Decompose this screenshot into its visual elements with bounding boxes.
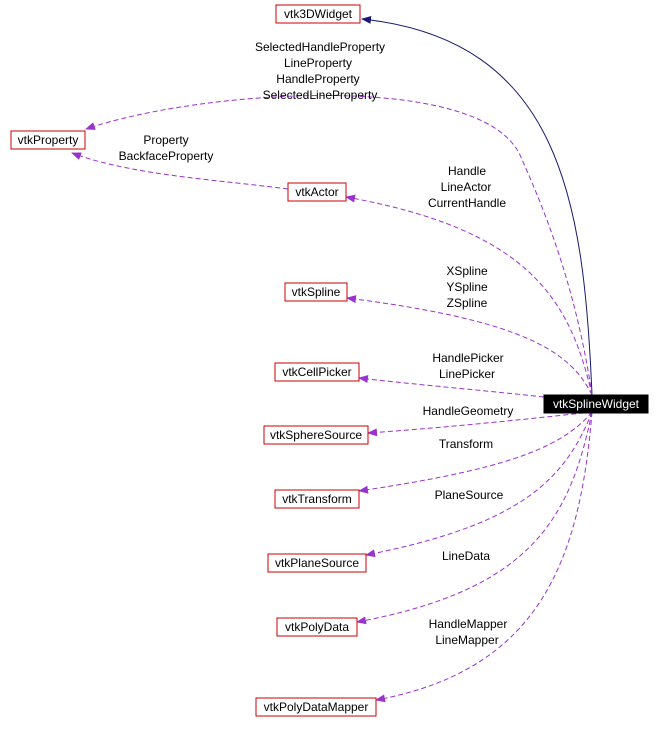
label-line-mapper: LineMapper <box>435 633 498 647</box>
node-label-vtkactor: vtkActor <box>295 185 338 199</box>
node-label-vtkspline: vtkSpline <box>292 285 341 299</box>
edge-actor-property <box>71 152 289 190</box>
node-label-vtktransform: vtkTransform <box>282 492 352 506</box>
edge-polydatamapper <box>375 411 593 703</box>
label-xspline: XSpline <box>446 264 488 278</box>
label-property: Property <box>143 133 188 147</box>
node-vtktransform[interactable]: vtkTransform <box>274 489 360 509</box>
edge-transform <box>358 411 593 494</box>
label-handle-property: HandleProperty <box>276 72 359 86</box>
label-zspline: ZSpline <box>447 296 488 310</box>
label-line-picker: LinePicker <box>439 367 495 381</box>
node-vtkspline[interactable]: vtkSpline <box>284 282 348 302</box>
node-label-vtksplinewidget: vtkSplineWidget <box>553 397 640 411</box>
node-label-vtk3dwidget: vtk3DWidget <box>284 7 353 21</box>
node-vtkproperty[interactable]: vtkProperty <box>10 130 86 150</box>
node-label-vtkspheresource: vtkSphereSource <box>270 428 362 442</box>
node-label-vtkplanesource: vtkPlaneSource <box>275 556 359 570</box>
label-backface-property: BackfaceProperty <box>119 149 214 163</box>
label-line-property: LineProperty <box>284 56 352 70</box>
node-vtkplanesource[interactable]: vtkPlaneSource <box>267 553 367 573</box>
edge-polydata <box>356 411 593 625</box>
edge-actor <box>345 194 593 396</box>
edge-planesource <box>365 411 593 558</box>
label-handle-picker: HandlePicker <box>432 351 503 365</box>
label-line-data: LineData <box>442 549 490 563</box>
node-vtkactor[interactable]: vtkActor <box>287 182 347 202</box>
edge-property <box>85 94 593 396</box>
label-transform: Transform <box>439 437 493 451</box>
edge-spheresource <box>367 411 593 437</box>
label-current-handle: CurrentHandle <box>428 196 506 210</box>
label-line-actor: LineActor <box>441 180 492 194</box>
node-label-vtkproperty: vtkProperty <box>18 133 79 147</box>
label-selected-handle-property: SelectedHandleProperty <box>255 40 385 54</box>
node-label-vtkpolydata: vtkPolyData <box>285 620 349 634</box>
edge-spline <box>346 295 593 396</box>
label-handle-geometry: HandleGeometry <box>423 404 514 418</box>
node-vtkpolydata[interactable]: vtkPolyData <box>276 617 358 637</box>
label-plane-source: PlaneSource <box>435 488 504 502</box>
label-handle: Handle <box>448 164 486 178</box>
edge-inherit-3dwidget <box>361 15 593 396</box>
node-vtkspheresource[interactable]: vtkSphereSource <box>263 425 369 445</box>
node-vtksplinewidget[interactable]: vtkSplineWidget <box>543 394 649 414</box>
label-yspline: YSpline <box>446 280 488 294</box>
label-handle-mapper: HandleMapper <box>429 617 508 631</box>
node-label-vtkpolydatamapper: vtkPolyDataMapper <box>264 700 369 714</box>
edge-cellpicker <box>358 375 545 398</box>
node-label-vtkcellpicker: vtkCellPicker <box>282 365 351 379</box>
node-vtkpolydatamapper[interactable]: vtkPolyDataMapper <box>255 697 377 717</box>
node-vtk3dwidget[interactable]: vtk3DWidget <box>275 4 361 24</box>
node-vtkcellpicker[interactable]: vtkCellPicker <box>274 362 360 382</box>
label-selected-line-property: SelectedLineProperty <box>263 88 378 102</box>
